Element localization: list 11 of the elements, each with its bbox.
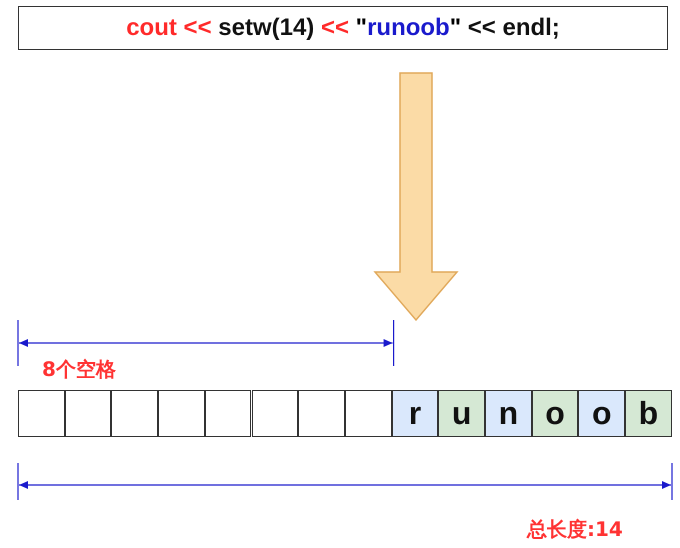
dimension-label: 8个空格	[42, 356, 116, 383]
character-cell: o	[532, 390, 578, 437]
block-arrow	[373, 72, 459, 322]
code-text: cout << setw(14) << "runoob" << endl;	[126, 14, 560, 42]
character-cell: r	[392, 390, 438, 437]
character-cell: n	[485, 390, 532, 437]
character-cell: u	[438, 390, 485, 437]
character-cell: b	[625, 390, 672, 437]
dimension-label: 总长度:14	[527, 516, 623, 543]
character-cell: o	[578, 390, 626, 437]
code-box	[18, 6, 668, 50]
